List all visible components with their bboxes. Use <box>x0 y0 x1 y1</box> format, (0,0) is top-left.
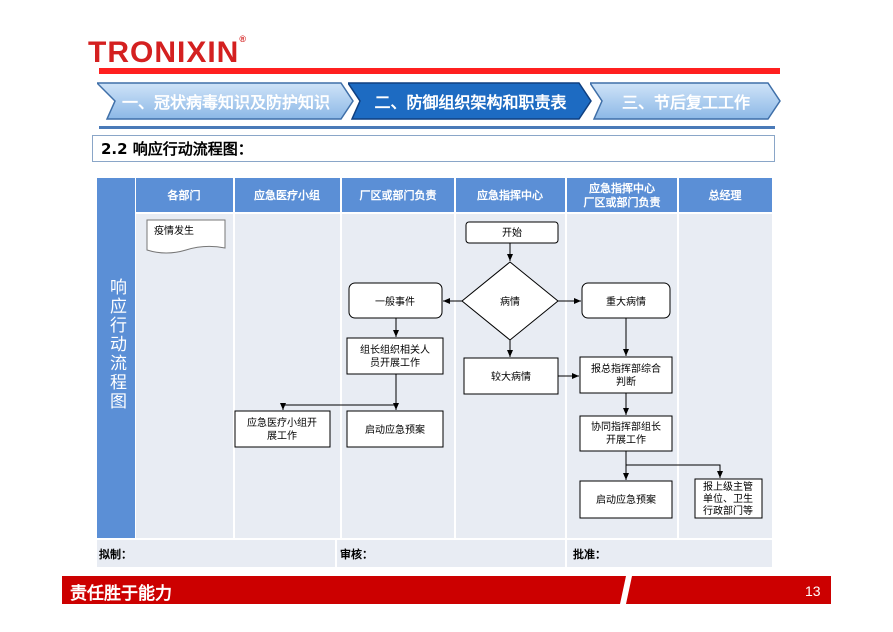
node-general-label: 一般事件 <box>375 295 415 308</box>
node-report-hq <box>579 356 673 394</box>
lane-command-area: 应急指挥中心 <box>589 181 655 195</box>
lane-general-manager: 总经理 <box>709 188 742 202</box>
lane-area-head: 厂区或部门负责 <box>360 188 437 202</box>
node-text: 判断 <box>616 375 636 388</box>
node-text: 报上级主管 <box>703 480 753 493</box>
red-divider <box>99 68 780 74</box>
tab-organization[interactable]: 二、防御组织架构和职责表 <box>348 82 593 120</box>
page-number: 13 <box>805 583 821 599</box>
lane-medical-team: 应急医疗小组 <box>254 188 320 202</box>
sign-approve: 批准： <box>573 547 606 561</box>
side-label-bar <box>97 178 135 538</box>
tab-label: 二、防御组织架构和职责表 <box>374 93 567 112</box>
node-text: 组长组织相关人 <box>360 343 430 356</box>
node-larger <box>463 357 559 395</box>
footer-slogan: 责任胜于能力 <box>70 584 172 604</box>
node-major-label: 重大病情 <box>606 295 646 308</box>
tab-label: 一、冠状病毒知识及防护知识 <box>121 93 330 112</box>
lane-command-area-line2: 厂区或部门负责 <box>584 195 661 209</box>
logo-text: TRONIXIN <box>88 36 240 69</box>
node-condition-label: 病情 <box>500 295 520 308</box>
node-outbreak-label: 疫情发生 <box>154 224 194 237</box>
blue-divider <box>99 126 775 129</box>
node-plan-a <box>346 410 444 448</box>
node-start-label: 开始 <box>502 226 522 239</box>
side-label: 响应行动流程图 <box>106 278 127 411</box>
node-text: 应急医疗小组开 <box>247 416 317 429</box>
node-medical <box>234 410 331 448</box>
tab-label: 三、节后复工工作 <box>621 93 750 112</box>
sign-draft: 拟制： <box>99 547 132 561</box>
node-leader-org <box>346 337 444 375</box>
sign-review: 审核： <box>340 547 373 561</box>
section-title: 2.2 响应行动流程图： <box>92 135 775 162</box>
node-text: 展工作 <box>267 430 297 442</box>
tab-virus-knowledge[interactable]: 一、冠状病毒知识及防护知识 <box>97 82 355 120</box>
tronixin-logo: TRONIXIN® <box>88 34 247 69</box>
node-text: 单位、卫生 <box>703 492 753 505</box>
node-text: 报总指挥部综合 <box>591 362 661 375</box>
node-text: 启动应急预案 <box>596 493 656 506</box>
node-text: 协同指挥部组长 <box>591 420 661 433</box>
node-outbreak <box>146 219 226 254</box>
tab-resume-work[interactable]: 三、节后复工工作 <box>590 82 782 120</box>
flow-arrows <box>280 243 723 480</box>
footer-bar <box>62 576 831 604</box>
node-text: 员开展工作 <box>370 357 420 369</box>
node-text: 启动应急预案 <box>365 423 425 436</box>
node-start <box>465 221 559 244</box>
lane-departments: 各部门 <box>167 188 201 202</box>
node-text: 开展工作 <box>606 434 646 446</box>
node-report-up <box>694 478 763 519</box>
lane-headers <box>136 178 772 212</box>
node-text: 行政部门等 <box>703 504 753 517</box>
node-larger-label: 较大病情 <box>491 370 531 383</box>
lane-command-center: 应急指挥中心 <box>477 188 543 202</box>
node-plan-b <box>579 480 673 519</box>
